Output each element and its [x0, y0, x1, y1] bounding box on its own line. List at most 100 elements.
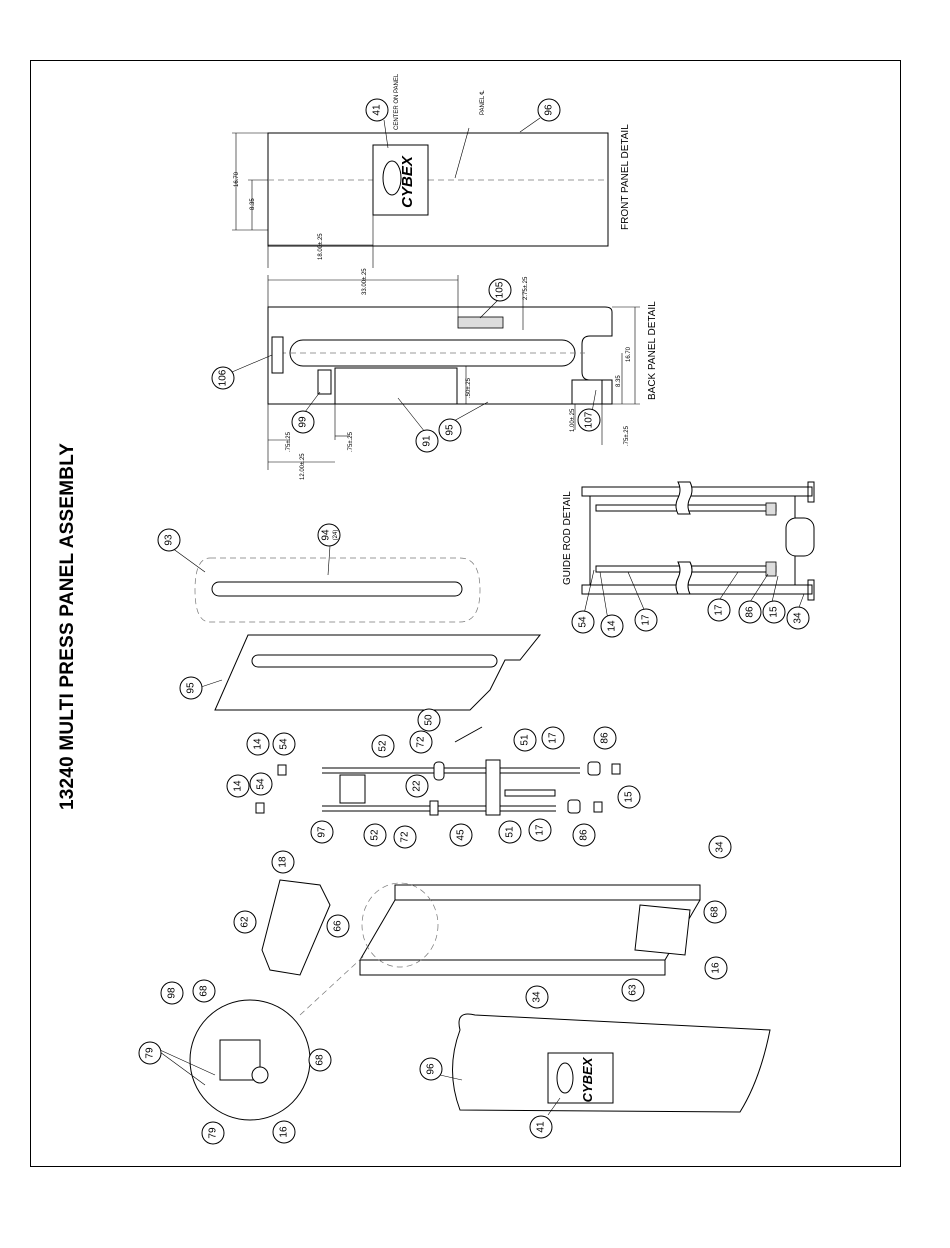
svg-text:96: 96	[426, 1063, 437, 1075]
balloon-18: 18	[271, 850, 295, 874]
balloon-72: 72	[393, 825, 417, 849]
svg-text:91: 91	[422, 435, 433, 447]
leader	[717, 571, 739, 603]
back-cutout-91	[334, 367, 458, 405]
balloon-79: 79	[138, 1041, 162, 1065]
balloon-51: 51	[513, 728, 537, 752]
guide-break-lower	[675, 561, 693, 595]
svg-text:72: 72	[400, 831, 411, 843]
balloon-16: 16	[272, 1120, 296, 1144]
svg-text:86: 86	[745, 606, 756, 618]
balloon-15: 15	[762, 600, 786, 624]
detail-callout-line	[299, 954, 366, 1016]
balloon-94: 94(24)	[317, 523, 341, 547]
balloon-86: 86	[593, 726, 617, 750]
balloon-79: 79	[201, 1121, 225, 1145]
leader	[454, 127, 470, 179]
svg-text:41: 41	[372, 104, 383, 116]
svg-text:66: 66	[333, 920, 344, 932]
leader	[231, 354, 273, 373]
svg-text:93: 93	[164, 534, 175, 546]
svg-text:79: 79	[145, 1047, 156, 1059]
guide-rod-detail-label: GUIDE ROD DETAIL	[562, 491, 573, 585]
svg-text:50: 50	[424, 714, 435, 726]
back-notch-107	[571, 379, 603, 405]
svg-text:15: 15	[624, 791, 635, 803]
balloon-93: 93	[157, 528, 181, 552]
balloon-34: 34	[708, 835, 732, 859]
part-72-collar	[429, 800, 439, 816]
balloon-62: 62	[233, 910, 257, 934]
dim-0-75-mid: .75±.25	[348, 431, 354, 452]
part-50-pin	[454, 726, 483, 743]
svg-text:96: 96	[544, 104, 555, 116]
balloon-17: 17	[707, 598, 731, 622]
dim-8-35-back: 8.35	[616, 375, 622, 387]
svg-text:95: 95	[186, 682, 197, 694]
back-panel-detail-label: BACK PANEL DETAIL	[647, 301, 658, 400]
dim-2-75: 2.75±.25	[523, 276, 529, 300]
svg-text:54: 54	[256, 778, 267, 790]
svg-text:17: 17	[535, 824, 546, 836]
balloon-16: 16	[704, 956, 728, 980]
leader	[327, 545, 331, 576]
balloon-96: 96	[419, 1057, 443, 1081]
svg-text:54: 54	[578, 616, 589, 628]
back-panel-iso-slot	[251, 654, 498, 668]
svg-text:107: 107	[584, 411, 595, 428]
balloon-14: 14	[246, 732, 270, 756]
svg-text:62: 62	[240, 916, 251, 928]
detail-circle-left	[159, 999, 311, 1121]
leader	[627, 571, 647, 615]
balloon-34: 34	[786, 606, 810, 630]
back-label-99	[317, 369, 332, 395]
balloon-41: 41	[365, 98, 389, 122]
front-shroud-96	[452, 1013, 771, 1113]
frame-iso	[261, 879, 701, 1016]
guide-frame-foot-top	[807, 481, 815, 503]
part-22-collar	[433, 761, 445, 781]
leader	[591, 389, 597, 413]
balloon-15: 15	[617, 785, 641, 809]
part-15-upper	[611, 763, 621, 775]
back-panel-iso-95	[214, 634, 542, 711]
balloon-99: 99	[291, 410, 315, 434]
guide-rod-detail: GUIDE ROD DETAIL	[562, 481, 815, 621]
center-on-panel-note: CENTER ON PANEL	[394, 73, 400, 130]
balloon-66: 66	[326, 914, 350, 938]
leader	[304, 391, 321, 413]
svg-text:52: 52	[378, 740, 389, 752]
balloon-105: 105	[488, 278, 512, 302]
svg-text:17: 17	[548, 732, 559, 744]
balloon-17: 17	[528, 818, 552, 842]
balloon-91: 91	[415, 429, 439, 453]
balloon-17: 17	[541, 726, 565, 750]
qty-94: (24)	[333, 530, 339, 541]
svg-text:95: 95	[445, 424, 456, 436]
balloon-50: 50	[417, 708, 441, 732]
leader	[439, 1074, 463, 1081]
dim-0-50: .50±.25	[466, 377, 472, 398]
svg-text:15: 15	[769, 606, 780, 618]
part-15-lower	[593, 801, 603, 813]
panel-cl-note: PANEL ℄	[480, 90, 486, 115]
dim-0-75-left: .75±.25	[286, 431, 292, 452]
svg-text:86: 86	[579, 829, 590, 841]
balloon-106: 106	[211, 366, 235, 390]
balloon-96: 96	[537, 98, 561, 122]
svg-text:68: 68	[710, 906, 721, 918]
panel-95-iso	[171, 545, 542, 711]
svg-text:97: 97	[317, 826, 328, 838]
svg-text:14: 14	[233, 780, 244, 792]
front-panel-detail: CYBEX 16.70 8.35 18.00±.25 CENTER ON PAN…	[232, 73, 631, 268]
dim-1-00: 1.00±.25	[570, 408, 576, 432]
dim-33-00: 33.00±.25	[362, 268, 368, 295]
svg-text:51: 51	[520, 734, 531, 746]
leader	[599, 571, 609, 621]
seat-pad-18	[261, 879, 331, 976]
svg-text:17: 17	[641, 614, 652, 626]
part-86-lower	[567, 799, 581, 814]
svg-text:51: 51	[505, 826, 516, 838]
front-panel-outline	[267, 132, 609, 247]
balloon-95: 95	[438, 418, 462, 442]
